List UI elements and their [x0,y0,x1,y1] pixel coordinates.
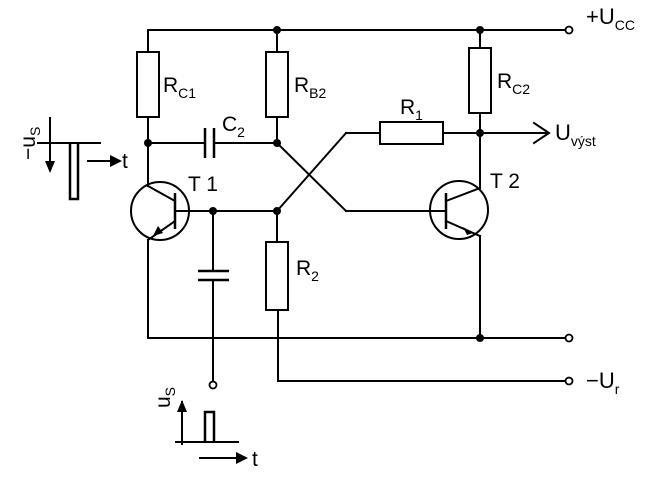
ground-terminal [564,333,574,343]
vout-label: Uvýst [555,120,596,149]
junction-dot [476,334,484,342]
rc1-label: RC1 [163,74,196,101]
minus-ur-label: −Ur [586,368,620,397]
bottom-pulse-xlabel: t [252,448,258,471]
top-pulse-graph [37,117,122,201]
resistor-r2 [265,241,289,311]
trigger-capacitor [198,210,229,382]
minus-ur-terminal [564,376,574,386]
resistor-rc2 [468,47,492,114]
r2-label: R2 [296,257,319,284]
junction-dot [144,139,152,147]
output-arrow-icon [532,121,551,145]
rb2-label: RB2 [294,74,327,101]
junction-dot [476,26,484,34]
junction-dot [273,26,281,34]
capacitor-c2 [203,128,278,158]
resistor-rb2 [265,51,289,118]
r1-label: R1 [400,96,423,123]
top-pulse-xlabel: t [122,150,128,173]
transistor-t1 [130,181,214,339]
t1-label: T 1 [188,173,218,196]
cross-wire-2 [275,131,348,213]
top-pulse-ylabel: −uS [17,127,43,160]
transistor-t2 [429,180,489,339]
cross-wire-1 [275,141,348,213]
vcc-terminal [564,25,574,35]
bottom-pulse-ylabel: uS [152,387,178,408]
resistor-rc1 [136,51,160,118]
vcc-label: +UCC [586,4,635,33]
bottom-pulse-graph [175,400,248,464]
c2-label: C2 [222,113,245,140]
t2-label: T 2 [490,170,520,193]
resistor-r1 [379,121,444,145]
trigger-input-terminal [208,380,218,390]
rc2-label: RC2 [497,70,530,97]
